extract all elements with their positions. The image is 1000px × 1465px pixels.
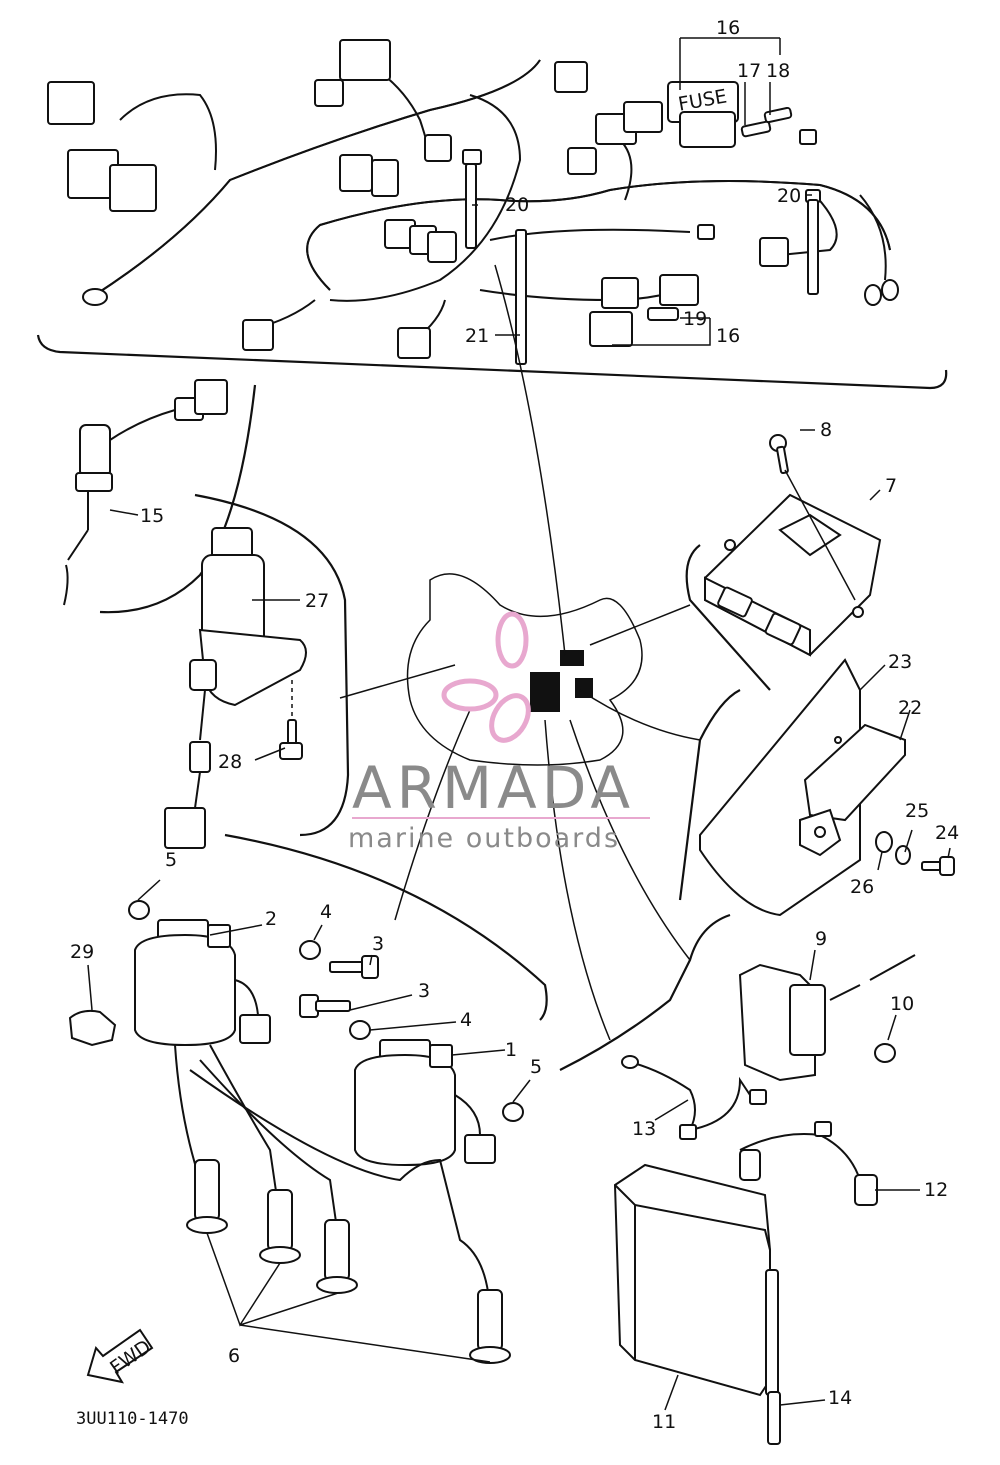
washer-25 xyxy=(895,845,911,865)
callout-20b: 20 xyxy=(777,185,801,207)
switch-15 xyxy=(63,379,228,606)
plug-cap-d xyxy=(469,1289,511,1364)
frame-sketch xyxy=(406,573,643,766)
nut-10 xyxy=(874,1043,896,1063)
callout-13: 13 xyxy=(632,1118,656,1140)
callout-16b: 16 xyxy=(716,325,740,347)
section-boundaries xyxy=(36,334,948,1071)
bolt-3a xyxy=(329,955,379,979)
callout-16a: 16 xyxy=(716,17,740,39)
bolt-3b xyxy=(299,994,351,1018)
fuse-19 xyxy=(647,307,679,321)
callout-24: 24 xyxy=(935,822,959,844)
plug-cap-c xyxy=(316,1219,358,1294)
callout-numbers: 16 17 18 20 20 21 19 16 8 7 15 27 23 22 … xyxy=(70,17,959,1433)
callout-leaders xyxy=(87,37,951,1411)
callout-25: 25 xyxy=(905,800,929,822)
callout-6: 6 xyxy=(228,1345,240,1367)
callout-11: 11 xyxy=(652,1411,676,1433)
callout-29: 29 xyxy=(70,941,94,963)
harness-connectors xyxy=(47,39,899,359)
callout-7: 7 xyxy=(885,475,897,497)
battery-lead-13 xyxy=(621,1055,767,1140)
fuse-17 xyxy=(740,120,772,138)
cable-tie-20a xyxy=(462,149,482,249)
nut-5b xyxy=(502,1102,524,1122)
callout-5b: 5 xyxy=(530,1056,542,1078)
watermark-brand: ARMADA xyxy=(352,754,635,822)
plug-cap-b xyxy=(259,1189,301,1264)
watermark-tagline: marine outboards xyxy=(348,823,620,854)
clamp-29 xyxy=(68,1009,117,1047)
callout-15: 15 xyxy=(140,505,164,527)
cable-tie-21 xyxy=(515,229,527,365)
fuse-18 xyxy=(763,106,793,124)
callout-27: 27 xyxy=(305,590,329,612)
washer-26 xyxy=(875,831,893,853)
callout-22: 22 xyxy=(898,697,922,719)
callout-8: 8 xyxy=(820,419,832,441)
relay-9 xyxy=(738,954,916,1082)
ignition-coil-1 xyxy=(354,1039,496,1167)
fwd-arrow: FWD xyxy=(86,1328,155,1384)
callout-4a: 4 xyxy=(320,901,332,923)
screw-8 xyxy=(769,434,856,601)
cdi-unit-7 xyxy=(704,493,882,657)
callout-5a: 5 xyxy=(165,849,177,871)
callout-4b: 4 xyxy=(460,1009,472,1031)
ignition-coil-2 xyxy=(134,919,271,1047)
bolt-24 xyxy=(921,856,955,876)
washer-4a xyxy=(299,940,321,960)
screw-28 xyxy=(279,680,303,760)
callout-2: 2 xyxy=(265,908,277,930)
nut-5a xyxy=(128,900,150,920)
pointer-arrows xyxy=(339,264,701,1041)
main-switch-27 xyxy=(164,527,307,849)
breather-hose-14 xyxy=(765,1269,781,1445)
armada-logo xyxy=(441,611,531,743)
callout-12: 12 xyxy=(924,1179,948,1201)
callout-21: 21 xyxy=(465,325,489,347)
callout-23: 23 xyxy=(888,651,912,673)
callout-1: 1 xyxy=(505,1039,517,1061)
cable-tie-20b xyxy=(805,189,821,295)
battery-lead-12 xyxy=(739,1121,878,1206)
callout-10: 10 xyxy=(890,993,914,1015)
plug-cap-a xyxy=(186,1159,228,1234)
callout-19: 19 xyxy=(683,308,707,330)
callout-9: 9 xyxy=(815,928,827,950)
fuse-box: FUSE xyxy=(667,81,739,148)
armada-watermark: ARMADA marine outboards xyxy=(348,611,650,854)
callout-17: 17 xyxy=(737,60,761,82)
washer-4b xyxy=(349,1020,371,1040)
diagram-code: 3UU110-1470 xyxy=(76,1409,189,1429)
callout-20a: 20 xyxy=(505,194,529,216)
rectifier-22 xyxy=(799,723,906,857)
callout-18: 18 xyxy=(766,60,790,82)
callout-3b: 3 xyxy=(418,980,430,1002)
callout-28: 28 xyxy=(218,751,242,773)
battery-11 xyxy=(613,1163,771,1397)
callout-26: 26 xyxy=(850,876,874,898)
callout-14: 14 xyxy=(828,1387,852,1409)
callout-3a: 3 xyxy=(372,933,384,955)
